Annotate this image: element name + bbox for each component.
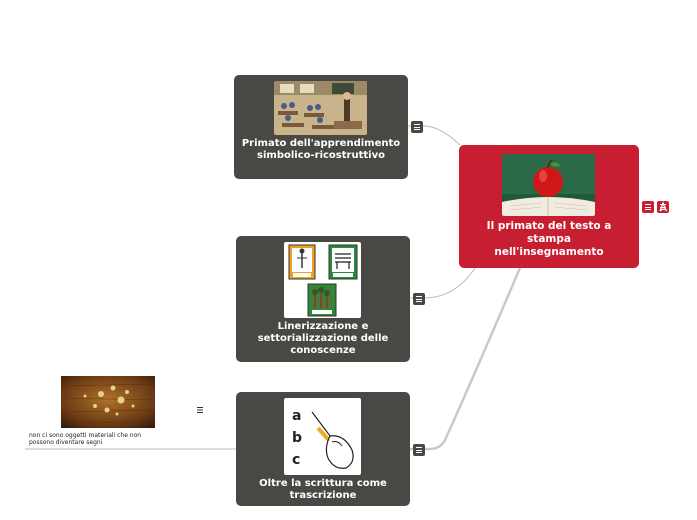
notes-icon[interactable] xyxy=(642,201,654,213)
notes-icon[interactable] xyxy=(196,406,204,414)
root-node[interactable]: Il primato del testo a stampa nell'inseg… xyxy=(459,145,639,268)
hand-writing-abc-image: a b c xyxy=(284,398,361,475)
acrobat-icon[interactable] xyxy=(657,201,669,213)
svg-text:b: b xyxy=(292,430,302,446)
apple-on-book-image xyxy=(502,154,595,216)
branch-node-primato[interactable]: Primato dell'apprendimento simbolico-ric… xyxy=(234,75,408,179)
root-title: Il primato del testo a stampa nell'inseg… xyxy=(486,220,612,258)
branch-title: Linerizzazione e settorializzazione dell… xyxy=(257,321,389,356)
connector-root-branch-3 xyxy=(410,267,522,451)
branch-title: Primato dell'apprendimento simbolico-ric… xyxy=(241,138,401,161)
svg-text:c: c xyxy=(292,452,300,468)
connector-root-branch-1 xyxy=(408,125,461,146)
branch-node-oltre-la-scrittura[interactable]: a b c Oltre la scrittura come trascrizio… xyxy=(236,392,410,506)
picture-cards-image xyxy=(284,242,361,318)
notes-icon[interactable] xyxy=(413,444,425,456)
child-topic-text[interactable]: non ci sono oggetti materiali che non po… xyxy=(29,432,142,446)
crumbs-on-wood-image[interactable] xyxy=(61,376,155,428)
branch-title: Oltre la scrittura come trascrizione xyxy=(259,478,387,501)
notes-icon[interactable] xyxy=(411,121,423,133)
branch-node-linerizzazione[interactable]: Linerizzazione e settorializzazione dell… xyxy=(236,236,410,362)
notes-icon[interactable] xyxy=(413,293,425,305)
classroom-illustration-image xyxy=(274,81,367,135)
svg-text:a: a xyxy=(292,408,301,424)
